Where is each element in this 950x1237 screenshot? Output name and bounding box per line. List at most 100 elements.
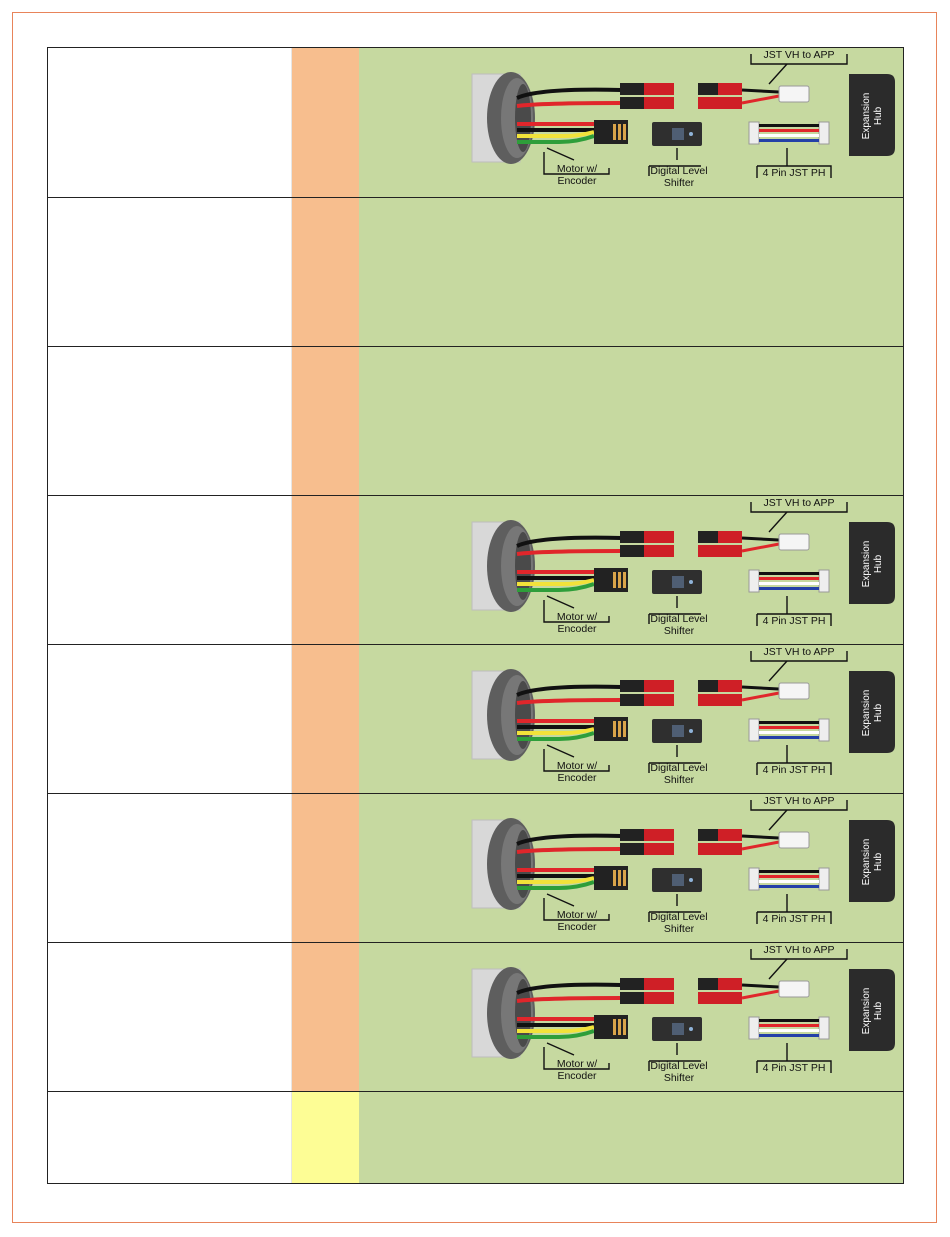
motor-icon [471,818,535,910]
diagram-cell: JST VH to APP Motor w/ Encoder Digital L… [359,645,903,793]
jst-ph-label: 4 Pin JST PH [763,615,826,627]
jst-vh-label: JST VH to APP [763,795,834,807]
description-cell [48,198,292,346]
shifter-label-line2: Shifter [664,774,695,786]
hub-label-line2: Hub [873,1001,884,1020]
app-connector-icon [698,829,810,855]
shifter-label-line1: Digital Level [650,1060,707,1072]
encoder-connector-icon [594,866,628,890]
jst-ph-cable-icon [748,718,830,742]
diagram-cell [359,347,903,495]
jst-ph-cable-icon [748,569,830,593]
description-cell [48,496,292,644]
status-cell [292,943,359,1091]
power-connector-icon [620,680,674,706]
callout-lines [543,651,848,775]
description-cell [48,347,292,495]
status-cell [292,794,359,942]
app-connector-icon [698,978,810,1004]
motor-label-line1: Motor w/ [557,1058,597,1070]
status-cell [292,496,359,644]
status-cell [292,1092,359,1183]
encoder-connector-icon [594,120,628,144]
encoder-connector-icon [594,1015,628,1039]
callout-lines [543,949,848,1073]
wiring-table: JST VH to APP Motor w/ Encoder Digital L… [47,47,904,1184]
motor-label-line1: Motor w/ [557,909,597,921]
wiring-diagram: JST VH to APP Motor w/ Encoder Digital L… [469,496,899,642]
shifter-label-line1: Digital Level [650,165,707,177]
hub-label-line1: Expansion [861,541,872,588]
encoder-connector-icon [594,717,628,741]
hub-label-line2: Hub [873,554,884,573]
diagram-cell: JST VH to APP Motor w/ Encoder Digital L… [359,48,903,197]
hub-label-line1: Expansion [861,839,872,886]
hub-label-line1: Expansion [861,690,872,737]
status-cell [292,198,359,346]
description-cell [48,645,292,793]
wiring-diagram: JST VH to APP Motor w/ Encoder Digital L… [469,645,899,791]
table-row: JST VH to APP Motor w/ Encoder Digital L… [48,48,903,198]
table-row: JST VH to APP Motor w/ Encoder Digital L… [48,943,903,1092]
level-shifter-icon [652,719,702,743]
callout-lines [543,800,848,924]
shifter-label-line2: Shifter [664,625,695,637]
status-cell [292,347,359,495]
motor-label-line2: Encoder [557,921,597,933]
hub-label-line2: Hub [873,852,884,871]
motor-wires-icon [516,535,622,592]
callout-lines [543,54,848,178]
hub-label-line1: Expansion [861,93,872,140]
expansion-hub-icon: Expansion Hub [849,522,895,604]
diagram-cell [359,198,903,346]
page-border [12,12,937,1223]
power-connector-icon [620,829,674,855]
jst-ph-cable-icon [748,867,830,891]
shifter-label-line1: Digital Level [650,911,707,923]
diagram-cell: JST VH to APP Motor w/ Encoder Digital L… [359,496,903,644]
app-connector-icon [698,680,810,706]
shifter-label-line2: Shifter [664,923,695,935]
expansion-hub-icon: Expansion Hub [849,969,895,1051]
table-row [48,1092,903,1183]
description-cell [48,943,292,1091]
jst-ph-label: 4 Pin JST PH [763,167,826,179]
jst-ph-label: 4 Pin JST PH [763,764,826,776]
diagram-cell: JST VH to APP Motor w/ Encoder Digital L… [359,943,903,1091]
shifter-label-line2: Shifter [664,177,695,189]
level-shifter-icon [652,868,702,892]
encoder-connector-icon [594,568,628,592]
table-row: JST VH to APP Motor w/ Encoder Digital L… [48,496,903,645]
hub-label-line2: Hub [873,106,884,125]
shifter-label-line2: Shifter [664,1072,695,1084]
hub-label-line2: Hub [873,703,884,722]
shifter-label-line1: Digital Level [650,762,707,774]
power-connector-icon [620,531,674,557]
hub-label-line1: Expansion [861,988,872,1035]
motor-label-line1: Motor w/ [557,163,597,175]
description-cell [48,48,292,197]
power-connector-icon [620,978,674,1004]
jst-ph-cable-icon [748,121,830,145]
motor-wires-icon [516,87,622,144]
table-row [48,347,903,496]
level-shifter-icon [652,570,702,594]
wiring-diagram: JST VH to APP Motor w/ Encoder Digital L… [469,794,899,940]
table-row: JST VH to APP Motor w/ Encoder Digital L… [48,794,903,943]
status-cell [292,645,359,793]
jst-vh-label: JST VH to APP [763,49,834,61]
description-cell [48,1092,292,1183]
motor-icon [471,520,535,612]
diagram-cell [359,1092,903,1183]
motor-icon [471,669,535,761]
level-shifter-icon [652,1017,702,1041]
motor-label-line2: Encoder [557,175,597,187]
motor-label-line1: Motor w/ [557,611,597,623]
wiring-diagram: JST VH to APP Motor w/ Encoder Digital L… [469,48,899,194]
table-row: JST VH to APP Motor w/ Encoder Digital L… [48,645,903,794]
jst-ph-label: 4 Pin JST PH [763,1062,826,1074]
jst-ph-label: 4 Pin JST PH [763,913,826,925]
jst-vh-label: JST VH to APP [763,646,834,658]
diagram-cell: JST VH to APP Motor w/ Encoder Digital L… [359,794,903,942]
power-connector-icon [620,83,674,109]
